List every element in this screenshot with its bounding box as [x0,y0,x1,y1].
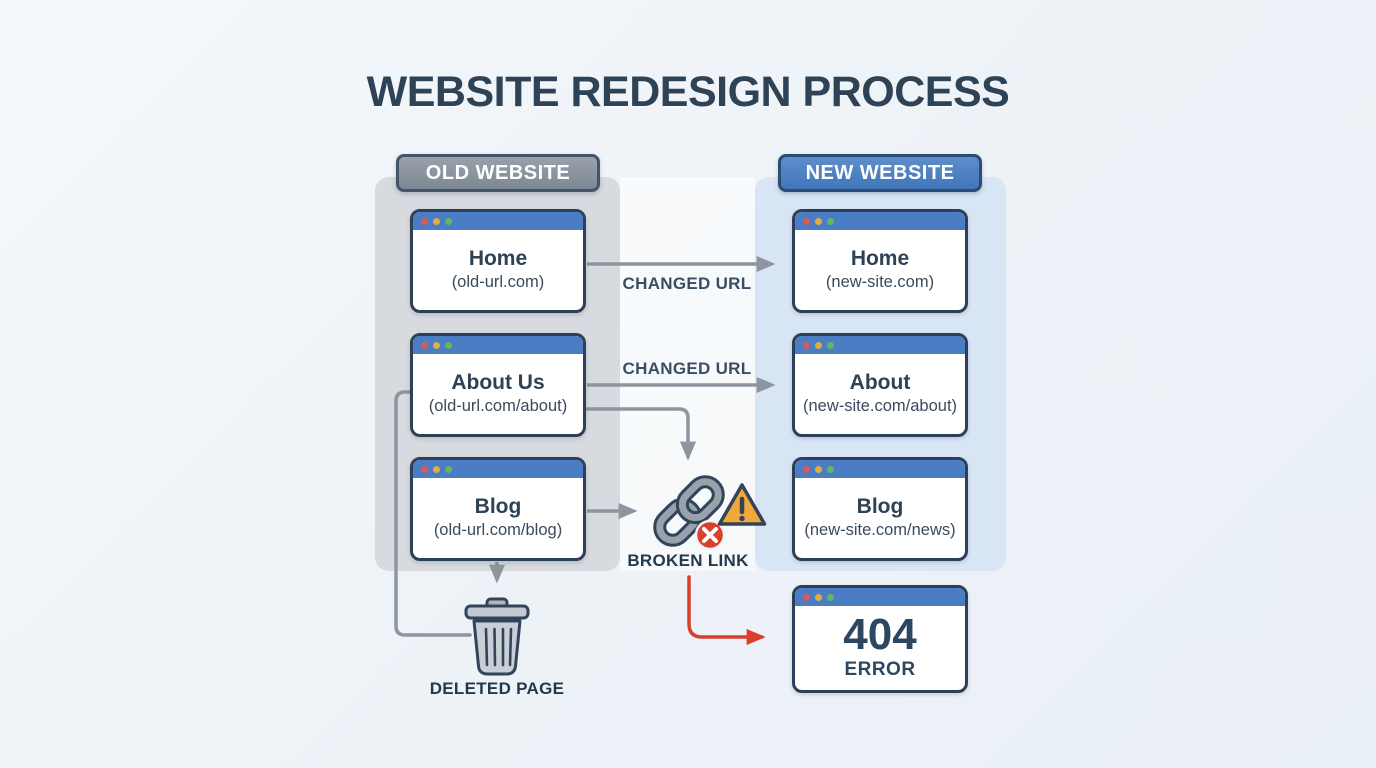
close-dot-icon [421,217,428,225]
maximize-dot-icon [827,341,834,349]
minimize-dot-icon [433,341,440,349]
browser-titlebar [413,212,583,230]
old-website-header: OLD WEBSITE [396,154,600,192]
page-url: (old-url.com) [451,272,545,291]
old-blog-card: Blog (old-url.com/blog) [410,457,586,561]
maximize-dot-icon [445,217,452,225]
browser-titlebar [795,336,965,354]
minimize-dot-icon [815,341,822,349]
page-url: (old-url.com/blog) [433,520,563,539]
browser-titlebar [795,212,965,230]
browser-titlebar [795,460,965,478]
maximize-dot-icon [445,341,452,349]
page-url: (new-site.com) [825,272,935,291]
close-dot-icon [803,217,810,225]
page-name: Blog [474,494,522,518]
minimize-dot-icon [815,217,822,225]
new-about-card: About (new-site.com/about) [792,333,968,437]
page-name: Home [850,246,910,270]
maximize-dot-icon [445,465,452,473]
changed-url-label-mid: CHANGED URL [622,359,752,378]
close-dot-icon [421,465,428,473]
close-dot-icon [803,465,810,473]
deleted-page-label: DELETED PAGE [429,679,565,698]
old-home-card: Home (old-url.com) [410,209,586,313]
close-dot-icon [803,341,810,349]
close-dot-icon [803,593,810,601]
old-about-card: About Us (old-url.com/about) [410,333,586,437]
minimize-dot-icon [433,217,440,225]
error-label: ERROR [844,659,916,680]
page-url: (new-site.com/news) [804,520,956,539]
page-url: (old-url.com/about) [428,396,568,415]
maximize-dot-icon [827,465,834,473]
new-blog-card: Blog (new-site.com/news) [792,457,968,561]
new-home-card: Home (new-site.com) [792,209,968,313]
maximize-dot-icon [827,593,834,601]
maximize-dot-icon [827,217,834,225]
arrow-broken-link-to-404 [687,575,766,646]
minimize-dot-icon [815,465,822,473]
new-website-header: NEW WEBSITE [778,154,982,192]
trash-can-icon [464,597,530,676]
minimize-dot-icon [433,465,440,473]
page-title: WEBSITE REDESIGN PROCESS [366,68,1010,116]
page-name: Blog [856,494,904,518]
broken-link-label: BROKEN LINK [627,551,749,570]
changed-url-label-top: CHANGED URL [622,274,752,293]
page-name: Home [468,246,528,270]
page-url: (new-site.com/about) [802,396,958,415]
page-name: About [849,370,911,394]
error-code: 404 [843,610,917,659]
page-name: About Us [451,370,545,394]
browser-titlebar [795,588,965,606]
minimize-dot-icon [815,593,822,601]
browser-titlebar [413,460,583,478]
browser-titlebar [413,336,583,354]
close-dot-icon [421,341,428,349]
error-404-card: 404 ERROR [792,585,968,693]
